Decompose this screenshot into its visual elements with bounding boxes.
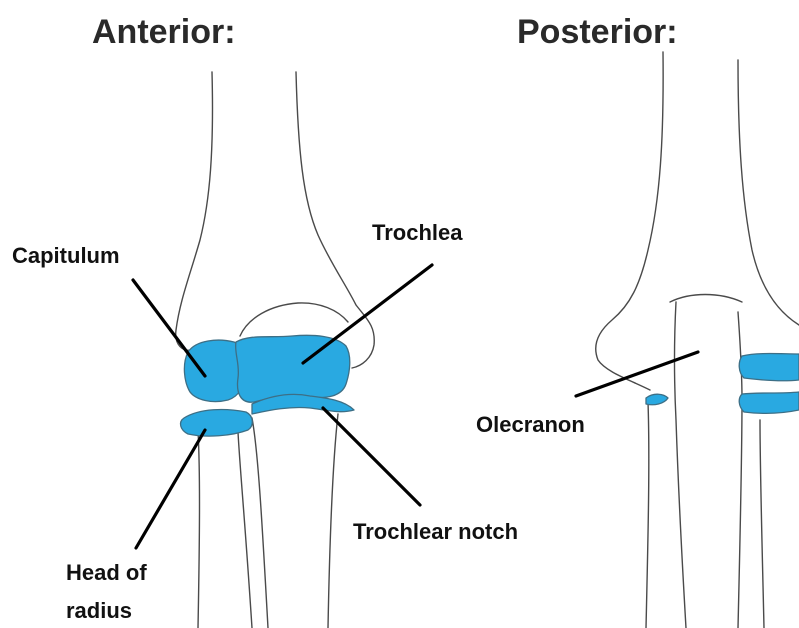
head-of-radius-leader — [136, 430, 205, 548]
olecranon-label: Olecranon — [476, 412, 585, 437]
posterior-heading: Posterior: — [517, 13, 678, 51]
posterior-radius-outline — [760, 420, 764, 628]
posterior-humerus-outline-medial — [738, 60, 799, 325]
posterior-view — [596, 52, 799, 628]
olecranon-outline — [670, 295, 742, 303]
head-of-radius-label-line2: radius — [66, 598, 132, 623]
posterior-joint-highlight-upper — [739, 354, 799, 381]
anterior-radius-outline-inner — [238, 432, 252, 628]
trochlear-notch-label: Trochlear notch — [353, 519, 518, 544]
head-of-radius-label-line1: Head of — [66, 560, 147, 585]
olecranon-fossa-outline — [675, 302, 687, 628]
olecranon-leader — [576, 352, 698, 396]
radius-head-highlight — [181, 410, 253, 437]
anterior-humerus-outline-medial — [296, 72, 374, 368]
capitulum-label: Capitulum — [12, 243, 120, 268]
anterior-view — [176, 72, 375, 628]
anterior-ulna-outline — [252, 418, 268, 628]
anterior-ulna-outline-medial — [328, 414, 338, 628]
capitulum-leader — [133, 280, 205, 376]
anterior-coronoid-outline — [240, 303, 348, 336]
leader-lines — [133, 265, 698, 548]
trochlea-label: Trochlea — [372, 220, 463, 245]
posterior-humerus-outline — [596, 52, 663, 390]
trochlear-notch-leader — [323, 408, 420, 505]
anterior-heading: Anterior: — [92, 13, 236, 51]
posterior-joint-highlight-lower — [739, 392, 799, 413]
ulna-outline-left — [646, 402, 649, 628]
anterior-radius-outline — [198, 430, 200, 628]
trochlea-highlight — [236, 335, 350, 402]
olecranon-highlight — [646, 394, 668, 405]
anterior-humerus-outline — [176, 72, 213, 350]
trochlea-leader — [303, 265, 432, 363]
